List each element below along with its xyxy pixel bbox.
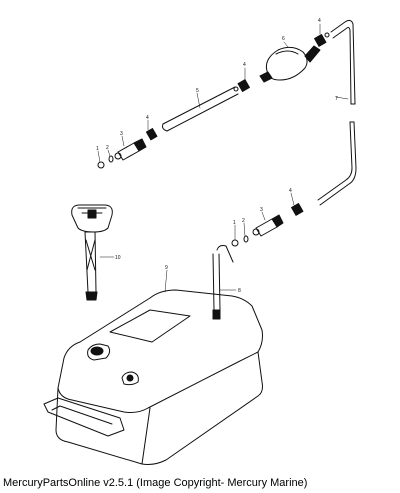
- callout-connector-right: 3: [260, 207, 263, 213]
- callout-fuel-cap-gauge: 10: [115, 255, 121, 261]
- callout-leaders: [97, 23, 349, 293]
- hose-fitting-mid: [233, 79, 250, 92]
- hose-fitting-right: [291, 203, 304, 216]
- callout-clip-left: 1: [96, 146, 99, 152]
- callout-fuel-tank: 9: [165, 265, 168, 271]
- callout-o-ring-right: 2: [242, 218, 245, 224]
- pickup-tube: [212, 245, 234, 320]
- callout-hose-fitting-left: 4: [146, 115, 149, 121]
- copyright-caption: MercuryPartsOnline v2.5.1 (Image Copyrig…: [3, 477, 308, 489]
- callout-fuel-hose-top: 7: [335, 96, 338, 102]
- callout-labels: 7 6 4 4 5 4 3 2 1 4 3 2 1 10 8 9: [96, 18, 338, 294]
- hose-fitting-left: [145, 128, 158, 141]
- callout-hose-section: 5: [196, 88, 199, 94]
- callout-pickup-tube: 8: [238, 288, 241, 294]
- callout-hose-fitting-right: 4: [289, 188, 292, 194]
- o-ring-right: [243, 235, 249, 243]
- connector-right: [252, 214, 284, 237]
- o-ring-left: [108, 155, 114, 163]
- connector-left: [114, 138, 147, 161]
- callout-hose-fitting-top: 4: [318, 18, 321, 24]
- clip-left: [97, 161, 105, 169]
- fuel-hose-top: [317, 19, 357, 206]
- callout-connector-left: 3: [120, 131, 123, 137]
- callout-primer-bulb: 6: [282, 36, 285, 42]
- hose-fitting-top: [314, 32, 330, 47]
- fuel-tank: [43, 289, 263, 465]
- fuel-cap-gauge: [71, 204, 113, 301]
- hose-section: [162, 86, 239, 132]
- callout-hose-fitting-mid: 4: [243, 62, 246, 68]
- primer-bulb: [259, 45, 321, 83]
- clip-right: [231, 239, 239, 247]
- callout-o-ring-left: 2: [106, 145, 109, 151]
- callout-clip-right: 1: [233, 220, 236, 226]
